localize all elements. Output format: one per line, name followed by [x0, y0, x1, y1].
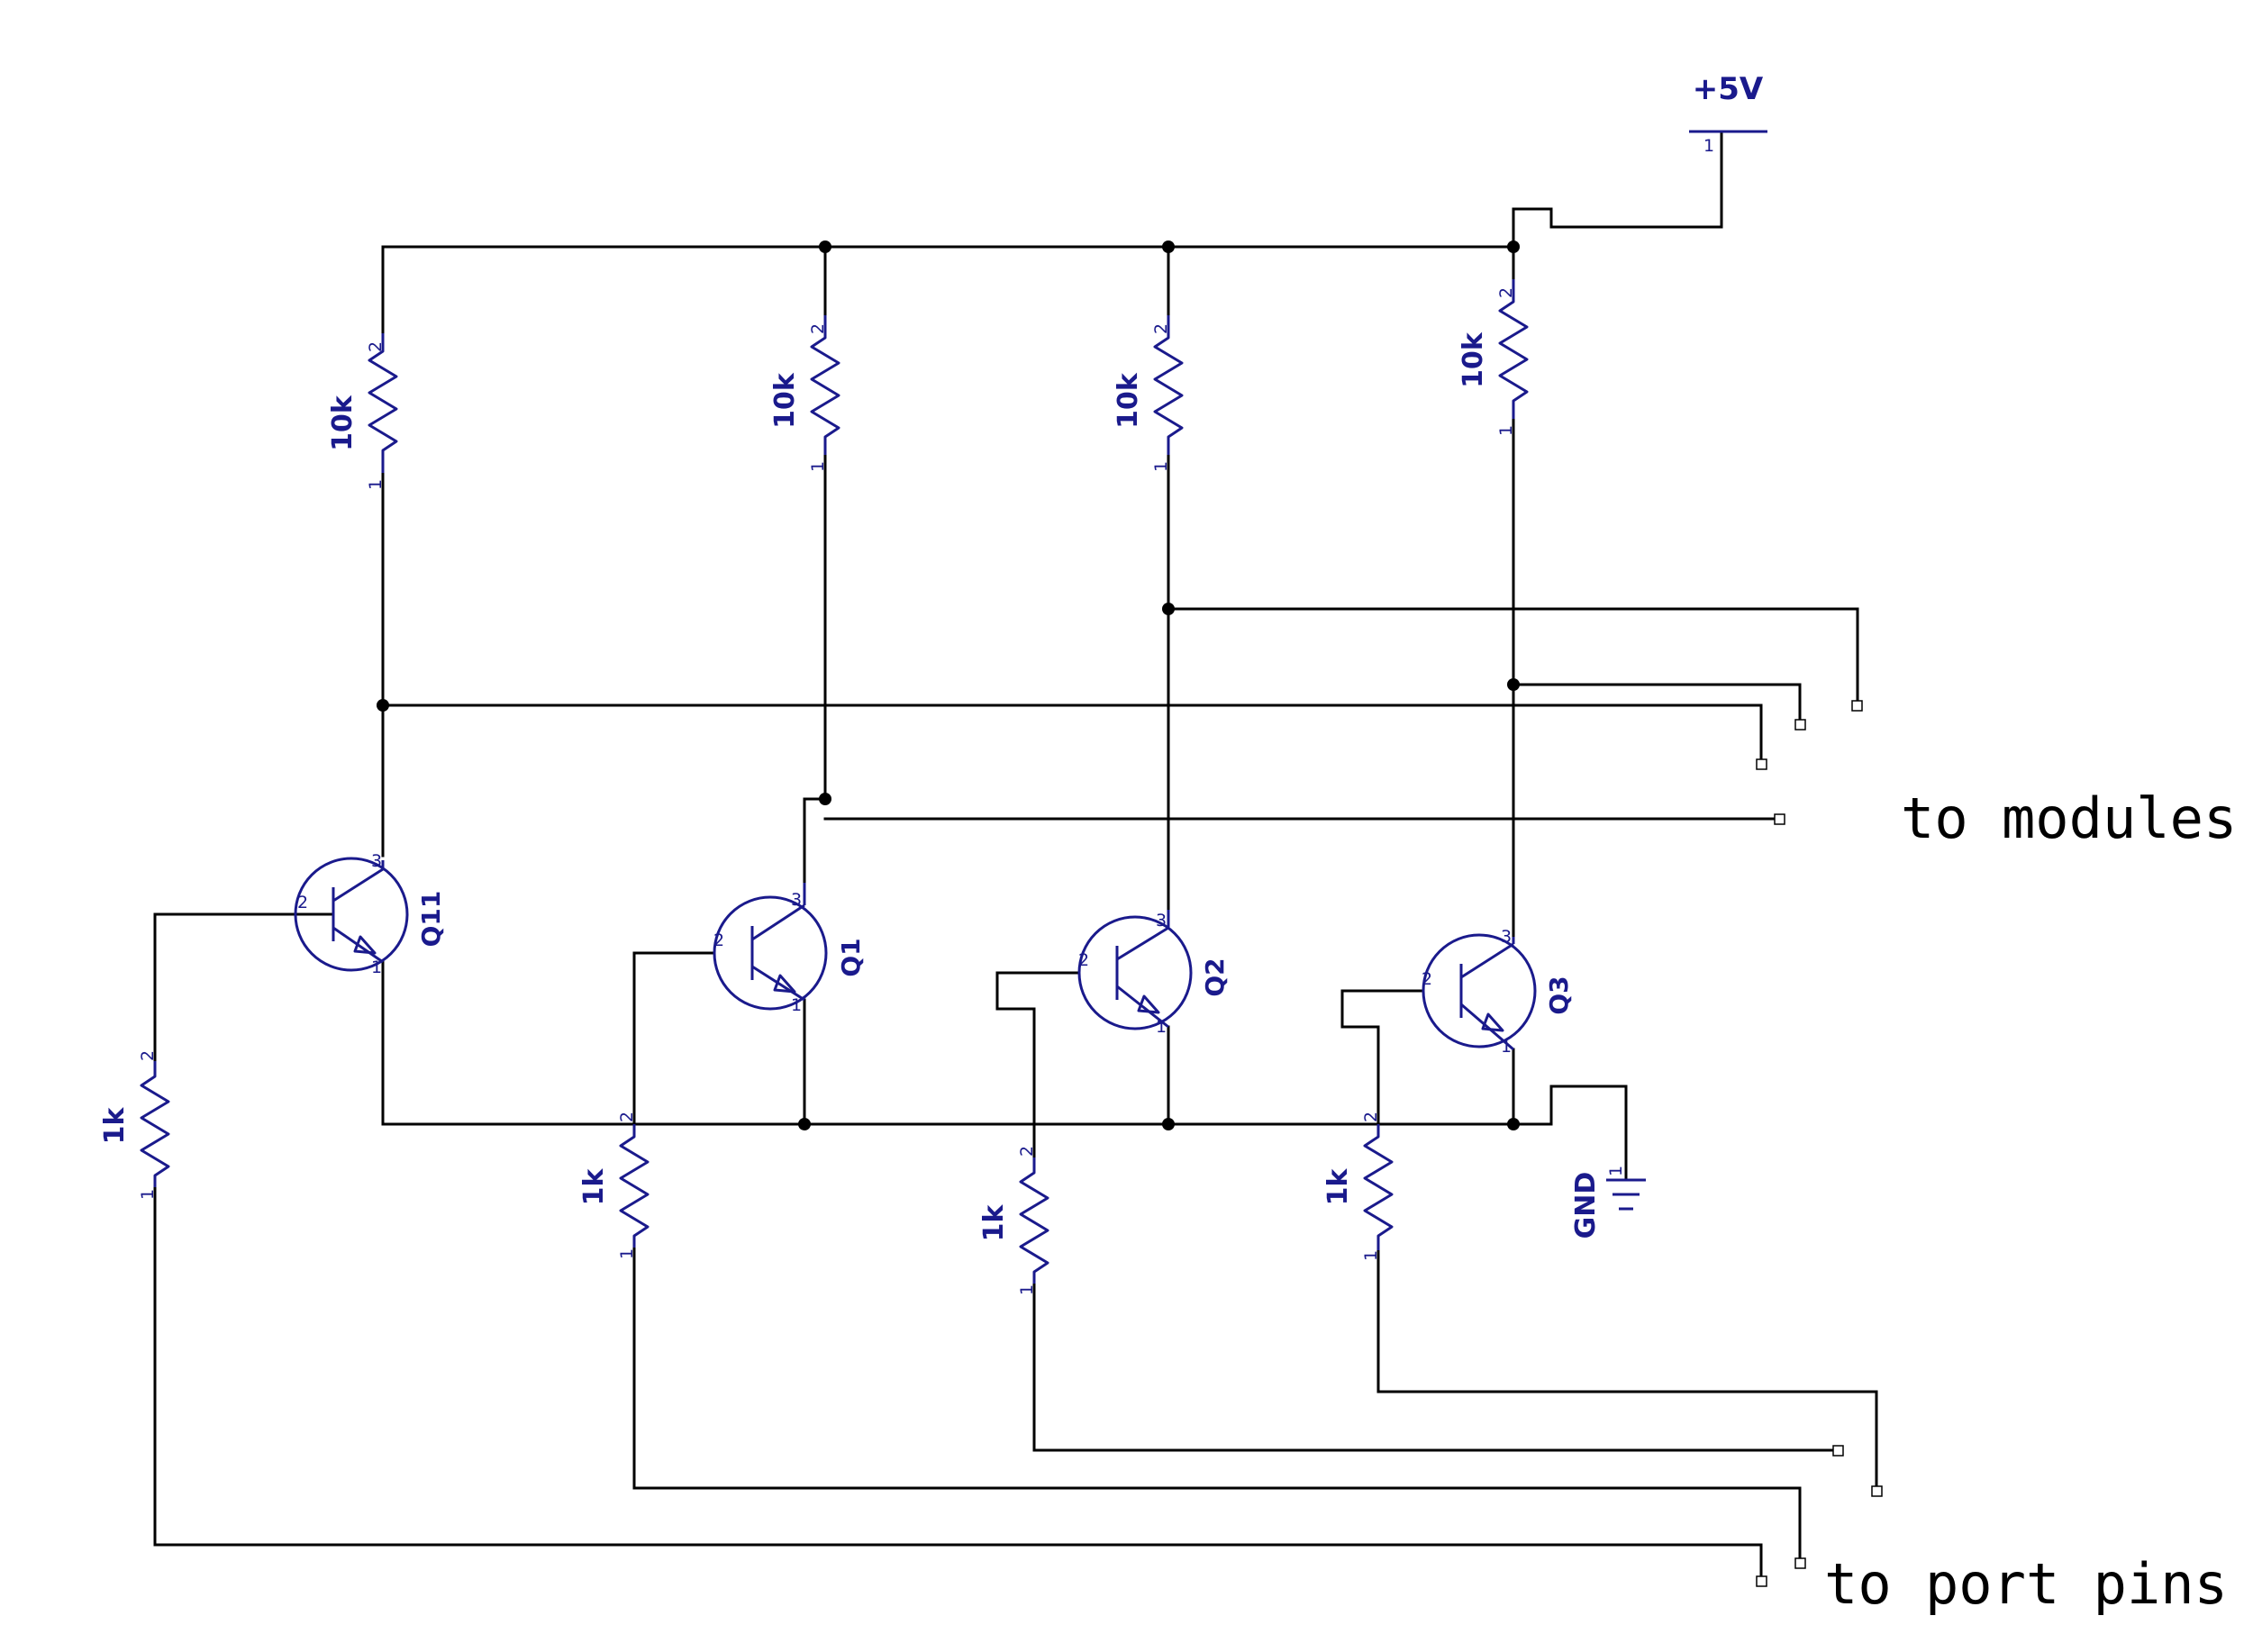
resistor-10k-b: 10k 2 1 [769, 315, 840, 472]
module-terminal [1851, 700, 1863, 712]
transistor-pin: 3 [371, 851, 382, 871]
transistor-pin: 2 [1078, 950, 1089, 970]
module-terminal [1756, 758, 1767, 770]
resistor-1k-c: 1k 2 1 [978, 1146, 1049, 1295]
resistor-pin: 2 [617, 1112, 637, 1122]
transistor-q11: Q11 2 3 1 [294, 851, 446, 977]
supply-pin: 1 [1703, 136, 1714, 156]
transistor-pin: 2 [297, 893, 308, 912]
resistor-value: 1k [1322, 1168, 1354, 1206]
resistor-pin: 2 [1496, 287, 1516, 298]
transistor-pin: 1 [1501, 1037, 1512, 1057]
junction [1162, 241, 1175, 253]
resistor-pin: 2 [1361, 1112, 1381, 1122]
resistor-pin: 2 [1017, 1146, 1037, 1157]
transistor-q2: Q2 2 3 1 [1077, 910, 1230, 1037]
transistor-q3: Q3 2 3 1 [1422, 927, 1574, 1057]
junction [1507, 241, 1520, 253]
wire-module-q2 [1167, 607, 1859, 708]
junction [1507, 678, 1520, 691]
module-terminal [1794, 719, 1806, 731]
vcc-feed [1512, 130, 1723, 249]
resistor-pin: 1 [138, 1189, 158, 1200]
resistor-pin: 1 [808, 461, 828, 472]
ground-label: GND [1570, 1172, 1602, 1239]
junction [819, 241, 831, 253]
wire-port-q11 [153, 1185, 1763, 1578]
resistor-value: 1k [99, 1107, 131, 1145]
resistor-pin: 1 [366, 479, 386, 490]
wire-module-q11 [381, 703, 1763, 766]
transistor-pin: 2 [713, 930, 724, 950]
resistor-pin: 2 [138, 1050, 158, 1061]
transistor-ref: Q1 [836, 938, 866, 976]
resistor-10k-d: 10k 2 1 [1458, 279, 1529, 436]
resistor-pin: 1 [1496, 425, 1516, 436]
resistor-pin: 1 [617, 1248, 637, 1259]
ground-symbol: GND 1 [1570, 1166, 1646, 1239]
ground-pin: 1 [1606, 1166, 1626, 1176]
wire-port-q1 [632, 1246, 1802, 1560]
module-terminal [1774, 813, 1785, 825]
resistor-10k-a: 10k 2 1 [327, 333, 398, 490]
to-modules-label: to modules [1901, 785, 2237, 851]
resistor-pin: 2 [808, 323, 828, 334]
wire-collector-q1-b [803, 797, 827, 885]
resistor-value: 1k [978, 1204, 1010, 1242]
wires [153, 130, 1878, 1578]
wire-base-q3 [1340, 989, 1422, 1126]
resistor-pin: 1 [1151, 461, 1171, 472]
junction [1507, 1118, 1520, 1130]
transistor-pin: 3 [1156, 911, 1167, 930]
transistor-pin: 1 [371, 958, 382, 977]
wire-base-q1 [632, 951, 716, 1126]
transistor-pin: 2 [1422, 969, 1432, 989]
resistor-pin: 1 [1017, 1284, 1037, 1295]
transistor-pin: 3 [1501, 927, 1512, 947]
resistor-value: 10k [769, 372, 801, 429]
resistor-1k-b: 1k 2 1 [578, 1112, 650, 1259]
transistor-ref: Q2 [1200, 958, 1230, 996]
wire-gnd-feed [1512, 1085, 1628, 1182]
resistor-10k-c: 10k 2 1 [1113, 315, 1184, 472]
junction [819, 793, 831, 805]
resistor-value: 10k [327, 395, 359, 451]
resistor-1k-d: 1k 2 1 [1322, 1112, 1394, 1261]
terminals [1756, 700, 1883, 1587]
transistor-ref: Q11 [416, 891, 446, 948]
port-terminal [1871, 1485, 1883, 1497]
port-terminal [1794, 1557, 1806, 1569]
resistor-value: 10k [1458, 331, 1489, 388]
transistor-pin: 1 [791, 995, 802, 1015]
junction [798, 1118, 811, 1130]
to-port-pins-label: to port pins [1824, 1551, 2228, 1617]
junction [1162, 603, 1175, 615]
port-terminal [1756, 1575, 1767, 1587]
wire-port-q3 [1376, 1248, 1878, 1488]
transistor-pin: 3 [791, 890, 802, 910]
transistor-pin: 1 [1156, 1017, 1167, 1037]
resistor-pin: 2 [1151, 323, 1171, 334]
junctions [377, 241, 1520, 1130]
port-terminal [1832, 1445, 1844, 1457]
transistor-q1: Q1 2 3 1 [713, 883, 866, 1015]
wire-base-q11 [153, 912, 299, 1063]
supply-symbol: +5V 1 [1689, 71, 1767, 156]
wire-port-q2 [1032, 1282, 1840, 1452]
resistor-pin: 1 [1361, 1250, 1381, 1261]
resistor-pin: 2 [366, 341, 386, 352]
resistor-value: 10k [1113, 372, 1144, 429]
transistor-ref: Q3 [1544, 976, 1574, 1014]
wire-module-q3 [1512, 683, 1802, 726]
resistor-value: 1k [578, 1168, 610, 1206]
supply-label: +5V [1693, 71, 1764, 107]
junction [1162, 1118, 1175, 1130]
resistor-1k-a: 1k 2 1 [99, 1050, 170, 1200]
junction [377, 699, 389, 712]
wire-base-q2 [995, 971, 1081, 1159]
